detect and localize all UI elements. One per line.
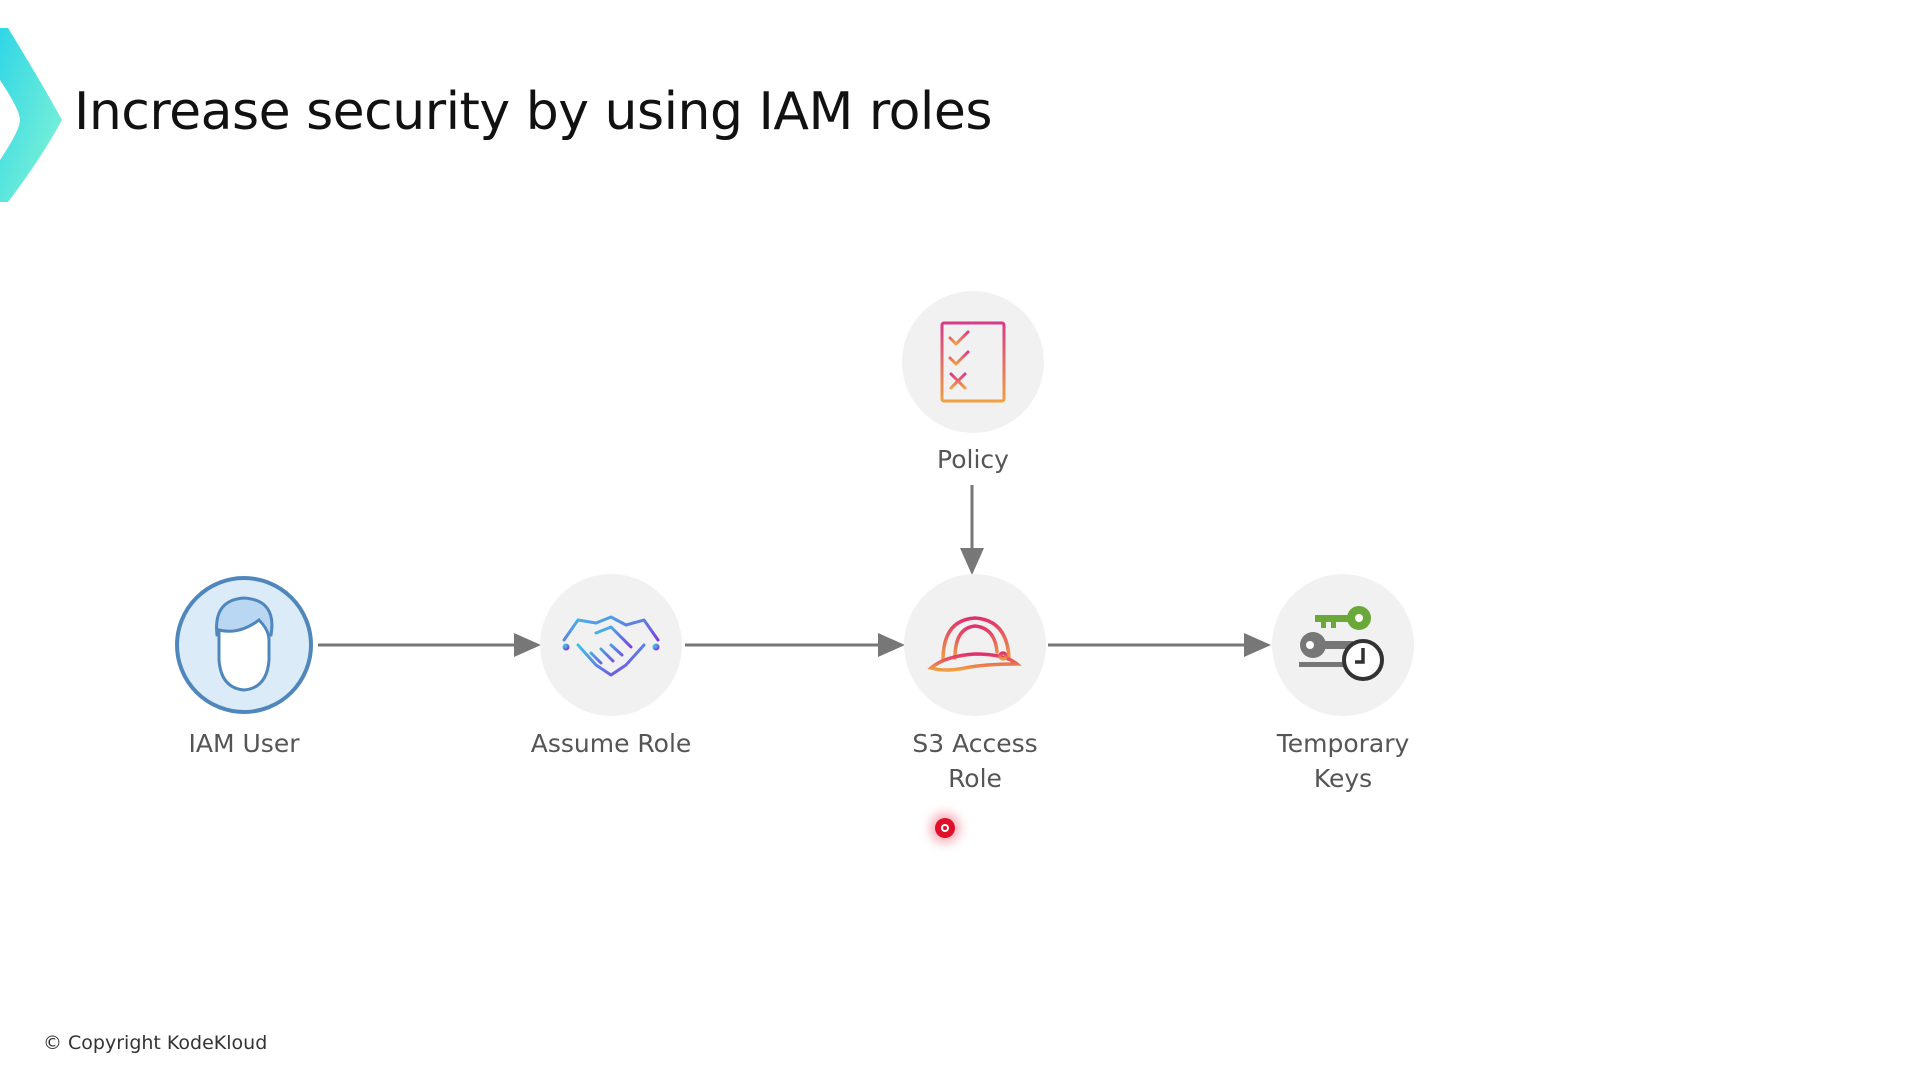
page-title: Increase security by using IAM roles (74, 82, 992, 142)
keys-clock-icon (1299, 606, 1384, 681)
policy-node (902, 291, 1044, 433)
s3-access-role-label: S3 Access Role (855, 726, 1095, 796)
s3-access-role-label-line2: Role (948, 764, 1002, 793)
user-icon (215, 596, 274, 692)
pointer-cursor-indicator (935, 818, 955, 838)
s3-access-role-label-line1: S3 Access (912, 729, 1038, 758)
iam-user-node (175, 576, 313, 714)
assume-role-label: Assume Role (530, 729, 692, 758)
hard-hat-icon (927, 616, 1022, 672)
assume-role-node (540, 574, 682, 716)
handshake-icon (562, 615, 660, 677)
iam-user-label: IAM User (188, 729, 300, 758)
temporary-keys-label-line2: Keys (1313, 764, 1373, 793)
policy-label: Policy (937, 445, 1009, 474)
s3-access-role-node (904, 574, 1046, 716)
temporary-keys-label-line1: Temporary (1276, 729, 1410, 758)
copyright-text: © Copyright KodeKloud (43, 1032, 268, 1054)
temporary-keys-node (1272, 574, 1414, 716)
checklist-icon (940, 321, 1006, 403)
temporary-keys-label: Temporary Keys (1223, 726, 1463, 796)
brand-chevron-icon (0, 28, 62, 202)
